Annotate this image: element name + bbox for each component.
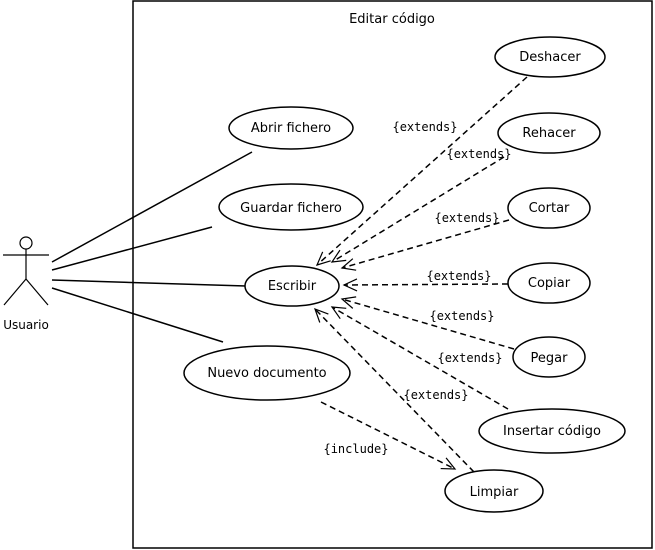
stereotype-include: {include}	[323, 442, 388, 456]
association-escribir	[51, 279, 247, 287]
system-title: Editar código	[349, 12, 435, 27]
association-nuevo	[51, 287, 224, 343]
stereotype-pegar: {extends}	[429, 309, 494, 323]
stereotype-insertar: {extends}	[437, 351, 502, 365]
use-case-cortar[interactable]: Cortar	[507, 187, 591, 229]
dependency-insertar	[330, 306, 509, 410]
stereotype-limpiar: {extends}	[403, 388, 468, 402]
dependency-cortar	[340, 219, 510, 271]
use-case-label: Guardar fichero	[240, 201, 342, 216]
association-guardar	[51, 226, 213, 271]
actor-label: Usuario	[3, 318, 49, 332]
stereotype-copiar: {extends}	[426, 269, 491, 283]
use-case-deshacer[interactable]: Deshacer	[494, 36, 606, 78]
dependency-rehacer	[330, 156, 505, 263]
stereotype-cortar: {extends}	[434, 211, 499, 225]
use-case-guardar-fichero[interactable]: Guardar fichero	[218, 183, 364, 231]
use-case-label: Escribir	[268, 279, 317, 294]
dependency-limpiar	[314, 307, 475, 473]
actor-right-leg	[25, 278, 49, 306]
use-case-label: Copiar	[528, 276, 571, 291]
use-case-label: Insertar código	[503, 424, 601, 439]
use-case-label: Cortar	[529, 201, 570, 216]
use-case-label: Limpiar	[470, 485, 519, 500]
actor-usuario[interactable]: Usuario	[3, 236, 49, 332]
actor-head	[19, 236, 33, 250]
use-case-label: Rehacer	[522, 126, 576, 141]
use-case-pegar[interactable]: Pegar	[512, 336, 586, 378]
system-boundary	[132, 0, 653, 549]
use-case-rehacer[interactable]: Rehacer	[497, 112, 601, 154]
dependency-deshacer	[315, 76, 528, 266]
association-abrir	[51, 151, 253, 263]
use-case-abrir-fichero[interactable]: Abrir fichero	[228, 106, 354, 150]
actor-left-leg	[3, 278, 27, 306]
use-case-copiar[interactable]: Copiar	[507, 262, 591, 304]
use-case-label: Nuevo documento	[207, 366, 326, 381]
use-case-nuevo-documento[interactable]: Nuevo documento	[183, 345, 351, 401]
use-case-insertar-codigo[interactable]: Insertar código	[478, 408, 626, 454]
stereotype-deshacer: {extends}	[392, 120, 457, 134]
use-case-label: Abrir fichero	[251, 121, 331, 136]
stereotype-rehacer: {extends}	[446, 147, 511, 161]
dependency-pegar	[340, 296, 515, 350]
use-case-label: Deshacer	[519, 50, 581, 65]
use-case-escribir[interactable]: Escribir	[244, 265, 340, 307]
dependency-include	[320, 401, 457, 470]
use-case-label: Pegar	[531, 351, 569, 366]
dependency-copiar	[342, 278, 509, 292]
use-case-limpiar[interactable]: Limpiar	[444, 469, 544, 513]
